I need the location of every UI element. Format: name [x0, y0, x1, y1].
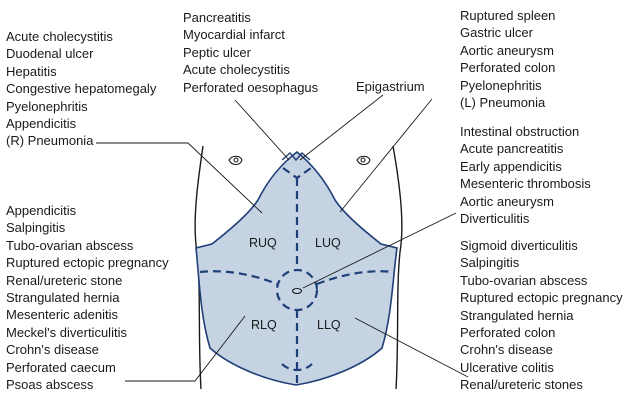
list-item: Salpingitis — [6, 219, 169, 236]
list-item: Appendicitis — [6, 202, 169, 219]
leader-epigastrium-label — [300, 95, 383, 160]
list-item: Perforated caecum — [6, 359, 169, 376]
llq-label: LLQ — [317, 318, 341, 332]
list-item: Congestive hepatomegaly — [6, 80, 156, 97]
list-item: Aortic aneurysm — [460, 42, 555, 59]
list-item: Tubo-ovarian abscess — [6, 237, 169, 254]
list-item: Perforated colon — [460, 59, 555, 76]
list-item: Pancreatitis — [183, 9, 318, 26]
list-item: Aortic aneurysm — [460, 193, 591, 210]
list-item: Hepatitis — [6, 63, 156, 80]
list-item: Salpingitis — [460, 254, 623, 271]
rlq-conditions-list: Appendicitis Salpingitis Tubo-ovarian ab… — [6, 202, 169, 393]
list-item: Ruptured spleen — [460, 7, 555, 24]
list-item: Peptic ulcer — [183, 44, 318, 61]
ruq-label: RUQ — [249, 236, 277, 250]
left-nipple — [229, 156, 242, 164]
list-item: Gastric ulcer — [460, 24, 555, 41]
list-item: Duodenal ulcer — [6, 45, 156, 62]
list-item: Mesenteric adenitis — [6, 306, 169, 323]
right-nipple — [357, 156, 370, 164]
list-item: Diverticulitis — [460, 210, 591, 227]
llq-conditions-list: Sigmoid diverticulitis Salpingitis Tubo-… — [460, 237, 623, 394]
list-item: (L) Pneumonia — [460, 94, 555, 111]
list-item: Sigmoid diverticulitis — [460, 237, 623, 254]
list-item: Ruptured ectopic pregnancy — [460, 289, 623, 306]
list-item: (R) Pneumonia — [6, 132, 156, 149]
luq-conditions-list: Ruptured spleen Gastric ulcer Aortic ane… — [460, 7, 555, 111]
list-item: Myocardial infarct — [183, 26, 318, 43]
list-item: Strangulated hernia — [460, 307, 623, 324]
luq-label: LUQ — [315, 236, 341, 250]
list-item: Acute cholecystitis — [183, 61, 318, 78]
list-item: Ulcerative colitis — [460, 359, 623, 376]
list-item: Strangulated hernia — [6, 289, 169, 306]
list-item: Appendicitis — [6, 115, 156, 132]
list-item: Mesenteric thrombosis — [460, 175, 591, 192]
list-item: Perforated colon — [460, 324, 623, 341]
list-item: Renal/ureteric stones — [460, 376, 623, 393]
central-conditions-list: Intestinal obstruction Acute pancreatiti… — [460, 123, 591, 227]
ruq-conditions-list: Acute cholecystitis Duodenal ulcer Hepat… — [6, 28, 156, 150]
list-item: Pyelonephritis — [460, 77, 555, 94]
list-item: Tubo-ovarian abscess — [460, 272, 623, 289]
list-item: Meckel's diverticulitis — [6, 324, 169, 341]
list-item: Early appendicitis — [460, 158, 591, 175]
list-item: Pyelonephritis — [6, 98, 156, 115]
list-item: Psoas abscess — [6, 376, 169, 393]
list-item: Acute cholecystitis — [6, 28, 156, 45]
list-item: Ruptured ectopic pregnancy — [6, 254, 169, 271]
list-item: Crohn's disease — [6, 341, 169, 358]
list-item: Perforated oesophagus — [183, 79, 318, 96]
epigastrium-label: Epigastrium — [356, 79, 425, 94]
list-item: Intestinal obstruction — [460, 123, 591, 140]
list-item: Renal/ureteric stone — [6, 272, 169, 289]
list-item: Acute pancreatitis — [460, 140, 591, 157]
leader-epigastric — [235, 100, 289, 160]
rlq-label: RLQ — [251, 318, 277, 332]
epigastric-conditions-list: Pancreatitis Myocardial infarct Peptic u… — [183, 9, 318, 96]
leader-luq — [340, 99, 432, 212]
list-item: Crohn's disease — [460, 341, 623, 358]
